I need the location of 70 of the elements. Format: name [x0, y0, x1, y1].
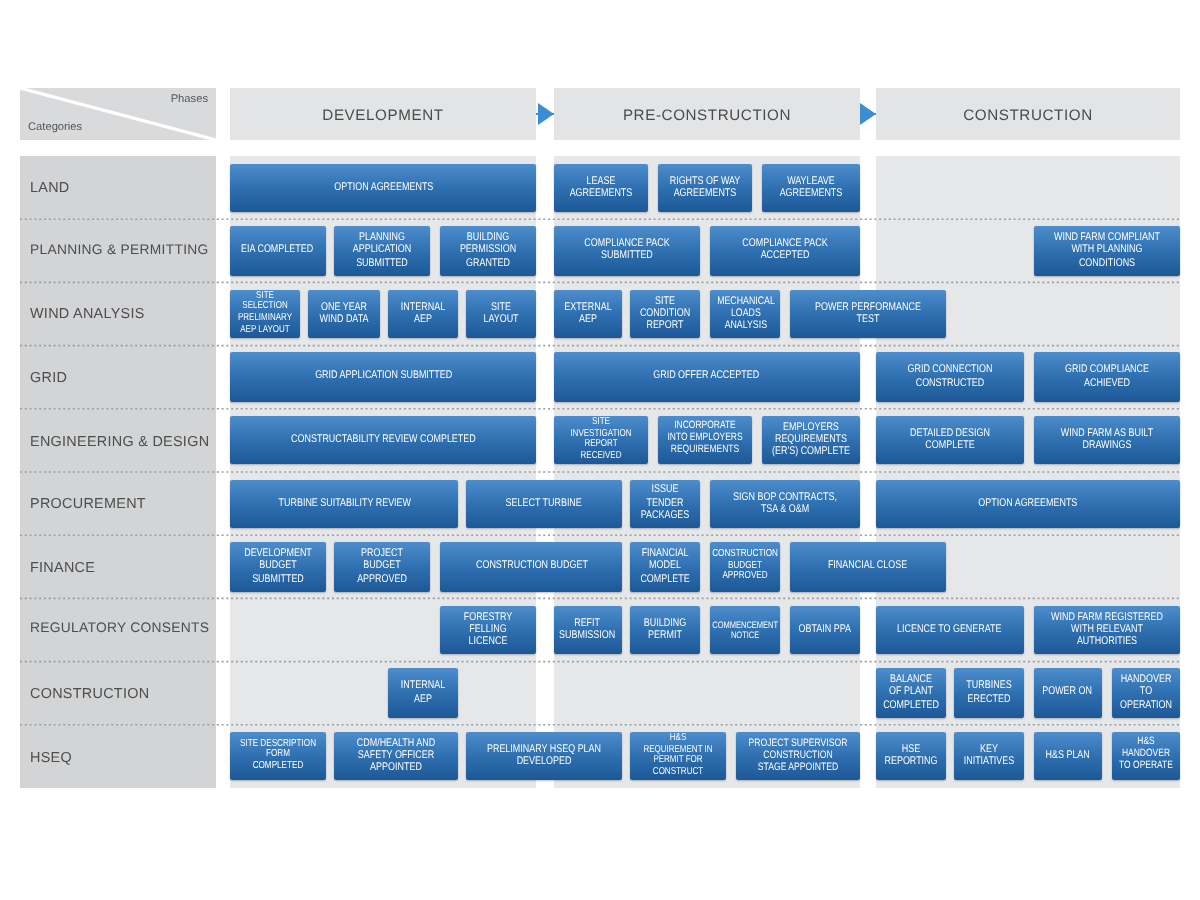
milestone-bar	[790, 542, 946, 592]
category-cell	[20, 661, 216, 725]
category-cell	[20, 598, 216, 662]
milestone-bar	[1034, 352, 1180, 402]
milestone-bar	[1034, 668, 1102, 718]
category-cell	[20, 724, 216, 788]
milestone-bar	[466, 479, 622, 528]
milestone-bar	[554, 352, 860, 402]
milestone-bar	[334, 226, 430, 276]
phase-header	[230, 88, 536, 140]
category-cell	[20, 472, 216, 536]
milestone-bar	[630, 542, 700, 592]
category-cell	[20, 408, 216, 472]
milestone-bar	[230, 479, 458, 528]
milestone-bar	[440, 226, 536, 276]
milestone-bar	[230, 226, 326, 276]
milestone-bar	[1034, 416, 1180, 465]
chevron-arrow	[535, 103, 555, 125]
milestone-bar	[790, 605, 860, 655]
milestone-bar	[230, 352, 536, 402]
milestone-bar	[736, 732, 860, 781]
milestone-bar	[440, 605, 536, 655]
milestone-bar	[554, 416, 648, 465]
milestone-bar	[334, 542, 430, 592]
milestone-bar	[658, 416, 752, 465]
milestone-bar	[554, 605, 622, 655]
milestone-bar	[876, 605, 1024, 655]
chevron-arrow	[859, 103, 877, 125]
milestone-bar	[388, 668, 458, 718]
milestone-bar	[334, 732, 458, 781]
milestone-bar	[790, 289, 946, 339]
milestone-bar	[630, 479, 700, 528]
milestone-bar	[876, 352, 1024, 402]
milestone-bar	[554, 226, 700, 276]
phase-header	[876, 88, 1180, 140]
milestone-bar	[1034, 226, 1180, 276]
milestone-bar	[466, 289, 536, 339]
milestone-bar	[230, 542, 326, 592]
milestone-bar	[230, 732, 326, 781]
milestone-bar	[876, 732, 946, 781]
milestone-bar	[230, 416, 536, 465]
milestone-bar	[876, 416, 1024, 465]
category-cell	[20, 535, 216, 599]
category-cell	[20, 345, 216, 409]
milestone-bar	[308, 289, 380, 339]
milestone-bar	[440, 542, 622, 592]
corner-header-cell	[20, 88, 216, 140]
milestone-bar	[710, 542, 780, 592]
phase-header	[554, 88, 860, 140]
milestone-bar	[710, 226, 860, 276]
milestone-bar	[658, 163, 752, 212]
milestone-bar	[554, 163, 648, 212]
milestone-bar	[630, 732, 726, 781]
category-cell	[20, 156, 216, 220]
milestone-bar	[1034, 605, 1180, 655]
category-cell	[20, 282, 216, 346]
milestone-bar	[954, 668, 1024, 718]
milestone-bar	[954, 732, 1024, 781]
milestone-bar	[876, 479, 1180, 528]
milestone-bar	[1034, 732, 1102, 781]
milestone-bar	[710, 605, 780, 655]
milestone-bar	[466, 732, 622, 781]
milestone-bar	[710, 479, 860, 528]
category-cell	[20, 219, 216, 283]
milestone-bar	[230, 163, 536, 212]
milestone-bar	[762, 416, 860, 465]
milestone-bar	[630, 605, 700, 655]
milestone-bar	[762, 163, 860, 212]
milestone-bar	[554, 289, 622, 339]
milestone-bar	[388, 289, 458, 339]
